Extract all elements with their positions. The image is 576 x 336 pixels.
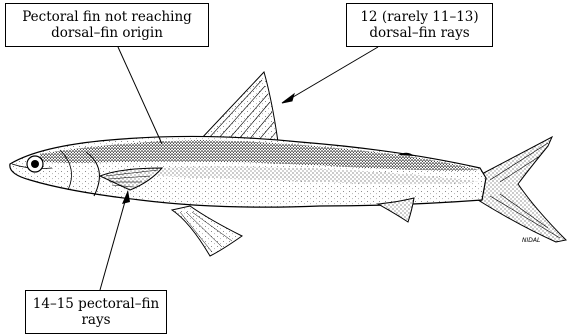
leader-pectoral-reach xyxy=(118,47,162,144)
leader-pectoral-rays xyxy=(100,190,130,290)
pectoral-reach-line1: Pectoral fin not reaching xyxy=(6,9,208,25)
pectoral-rays-line1: 14–15 pectoral–fin xyxy=(26,296,166,312)
dorsal-rays-label: 12 (rarely 11–13) dorsal–fin rays xyxy=(346,3,493,47)
pelvic-fin xyxy=(172,206,242,256)
dorsal-rays-line1: 12 (rarely 11–13) xyxy=(347,9,492,25)
dorsal-fin xyxy=(200,72,278,142)
dorsal-rays-line2: dorsal–fin rays xyxy=(347,25,492,41)
pectoral-rays-label: 14–15 pectoral–fin rays xyxy=(25,290,167,334)
pectoral-reach-line2: dorsal–fin origin xyxy=(6,25,208,41)
leader-dorsal-rays xyxy=(282,47,378,103)
caudal-fin xyxy=(478,137,566,242)
pectoral-rays-line2: rays xyxy=(26,312,166,328)
artist-signature: NIDAL xyxy=(522,237,540,244)
pectoral-reach-label: Pectoral fin not reaching dorsal–fin ori… xyxy=(5,3,209,47)
